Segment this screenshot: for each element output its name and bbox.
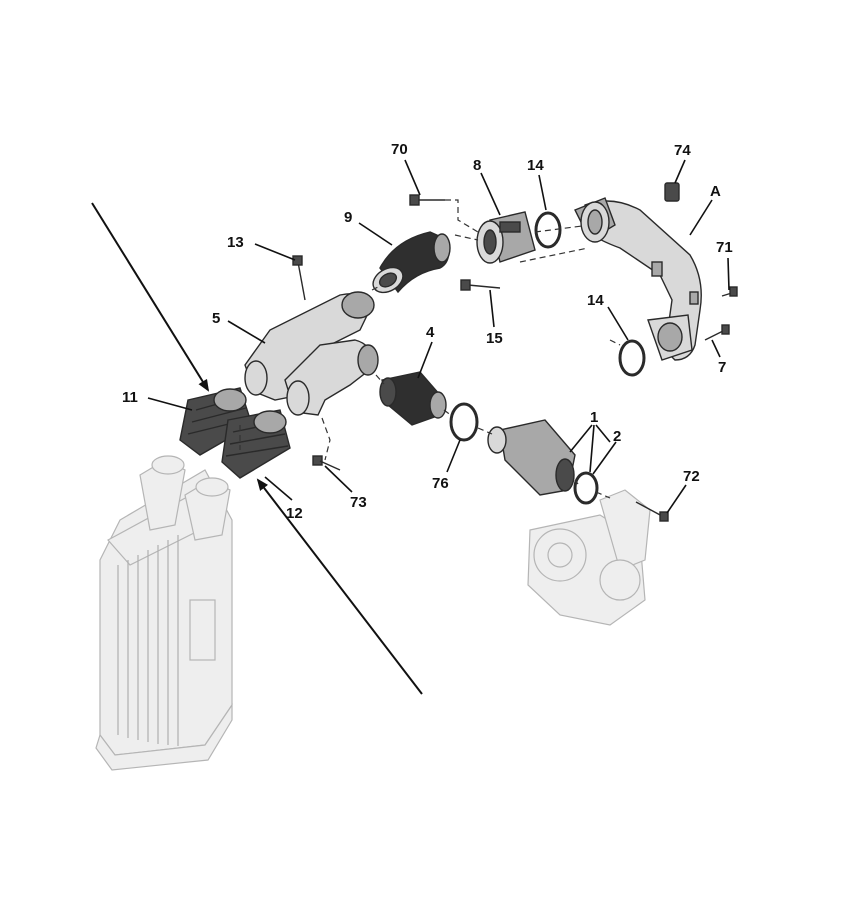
part-2-oring	[573, 471, 599, 505]
part-70-bolt	[409, 194, 445, 206]
pointer-arrows	[91, 202, 423, 695]
part-1-connector	[487, 419, 576, 496]
connection-lines	[239, 199, 621, 499]
part-13-bolt	[292, 255, 306, 301]
arrow-to-part-12	[256, 478, 423, 695]
callout-73: 73	[350, 494, 367, 511]
part-72-bolt	[635, 501, 669, 522]
callout-15: 15	[486, 330, 503, 347]
arrow-to-part-11	[91, 202, 210, 392]
part-14-oring-lower	[618, 339, 646, 377]
part-76-clamp	[449, 402, 479, 442]
callout-7: 7	[718, 359, 726, 376]
part-15-bolt	[460, 279, 501, 291]
part-74-clip	[664, 182, 680, 202]
callout-8: 8	[473, 157, 481, 174]
part-14-oring-upper	[534, 211, 562, 249]
leader-lines	[147, 159, 730, 514]
callout-4: 4	[426, 324, 435, 341]
callout-labels: 70 8 14 74 A 71 9 13 15 14 5 4 7 11 1 2 …	[122, 141, 733, 522]
intercooler	[95, 455, 233, 771]
part-11-boot	[179, 387, 253, 456]
callout-14-upper: 14	[527, 157, 544, 174]
part-71-bolt	[721, 286, 738, 297]
callout-76: 76	[432, 475, 449, 492]
callout-72: 72	[683, 468, 700, 485]
callout-71: 71	[716, 239, 733, 256]
part-9-elbow-hose	[372, 231, 451, 294]
callout-2: 2	[613, 428, 621, 445]
part-8-throttle-body	[476, 211, 536, 264]
part-4-hose	[379, 371, 447, 426]
part-5-branch-pipe	[244, 291, 379, 416]
callout-5: 5	[212, 310, 220, 327]
callout-74: 74	[674, 142, 691, 159]
turbocharger	[527, 489, 651, 626]
part-73-bolt	[312, 455, 341, 471]
part-12-boot	[221, 409, 291, 479]
callout-11: 11	[122, 389, 138, 406]
callout-14-lower: 14	[587, 292, 604, 309]
callout-13: 13	[227, 234, 244, 251]
callout-a: A	[710, 183, 721, 200]
part-a-inlet-pipe	[574, 197, 702, 361]
part-7-bolt	[704, 324, 730, 341]
callout-9: 9	[344, 209, 352, 226]
callout-12: 12	[286, 505, 303, 522]
callout-70: 70	[391, 141, 408, 158]
callout-1: 1	[590, 409, 598, 426]
